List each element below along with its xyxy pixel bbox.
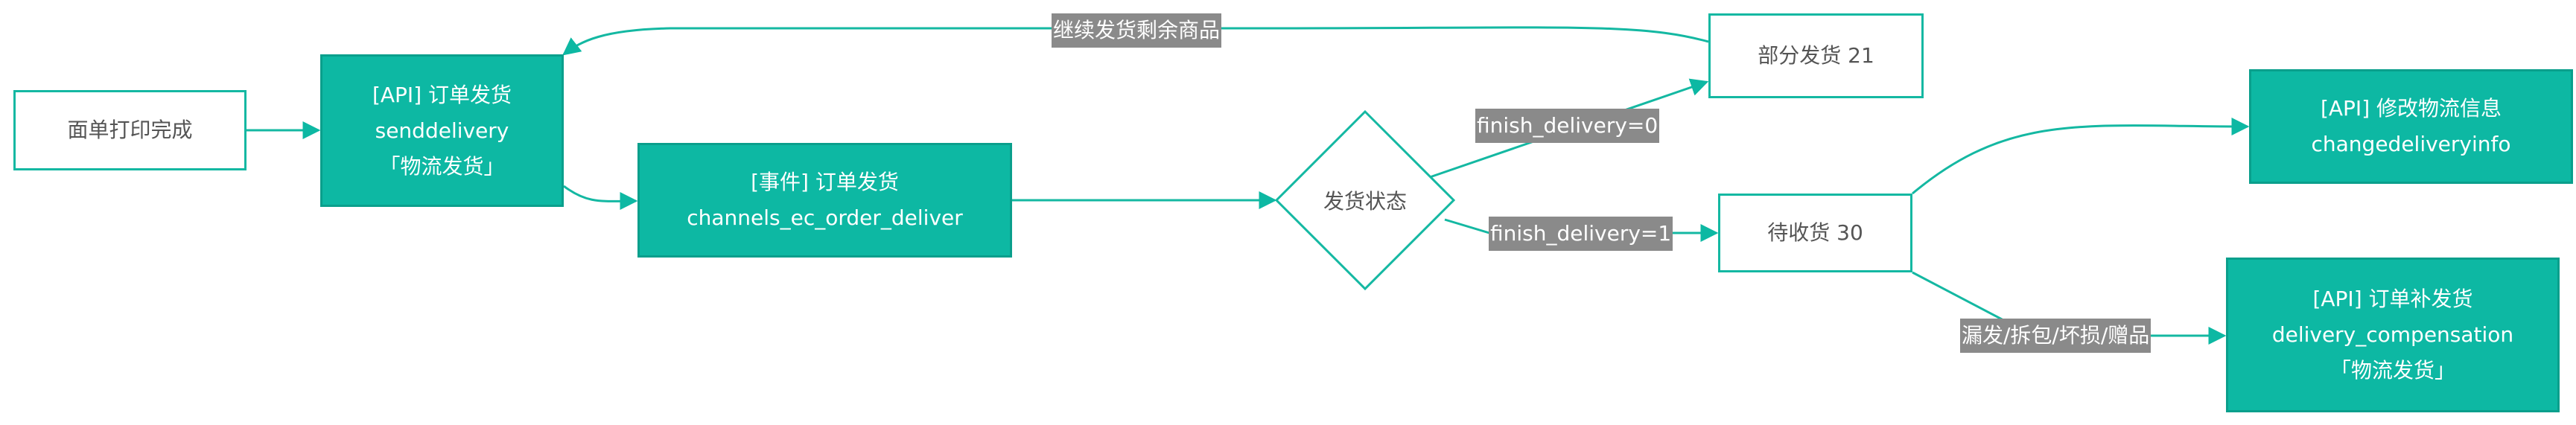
node-label: delivery_compensation [2271,322,2514,347]
node-label: [事件] 订单发货 [751,170,899,194]
edge-label-issues: 漏发/拆包/坏损/赠品 [1960,319,2152,353]
edge-partial-to-send [562,26,1709,56]
node-label: 部分发货 21 [1758,43,1874,68]
decision-label: 发货状态 [1323,189,1408,214]
node-partial-delivery[interactable]: 部分发货 21 [1708,13,1924,98]
node-label: channels_ec_order_deliver [687,205,963,230]
node-api-changedeliveryinfo[interactable]: [API] 修改物流信息 changedeliveryinfo [2249,69,2573,184]
decision-diamond [1274,109,1456,291]
node-label: [API] 订单补发货 [2312,287,2473,311]
node-label: 「物流发货」 [379,153,505,179]
node-api-delivery-compensation[interactable]: [API] 订单补发货 delivery_compensation 「物流发货」 [2226,258,2560,412]
node-label: changedeliveryinfo [2311,132,2511,156]
node-label: 「物流发货」 [2329,358,2455,383]
node-api-senddelivery[interactable]: [API] 订单发货 senddelivery 「物流发货」 [320,54,564,207]
edge-label-finish-1: finish_delivery=1 [1489,217,1673,251]
edge-label-finish-0: finish_delivery=0 [1475,109,1660,143]
node-event-order-deliver[interactable]: [事件] 订单发货 channels_ec_order_deliver [637,143,1012,258]
node-label: senddelivery [375,118,509,143]
node-label: 待收货 30 [1767,220,1863,245]
node-print-done[interactable]: 面单打印完成 [13,90,247,170]
node-label: 面单打印完成 [67,118,193,142]
edge-label-continue: 继续发货剩余商品 [1052,13,1222,48]
edge-send-to-event [563,185,638,211]
node-pending-receipt[interactable]: 待收货 30 [1718,194,1912,272]
node-label: [API] 订单发货 [372,82,512,107]
node-label: [API] 修改物流信息 [2320,96,2502,121]
edge-pending-to-change [1912,117,2250,195]
